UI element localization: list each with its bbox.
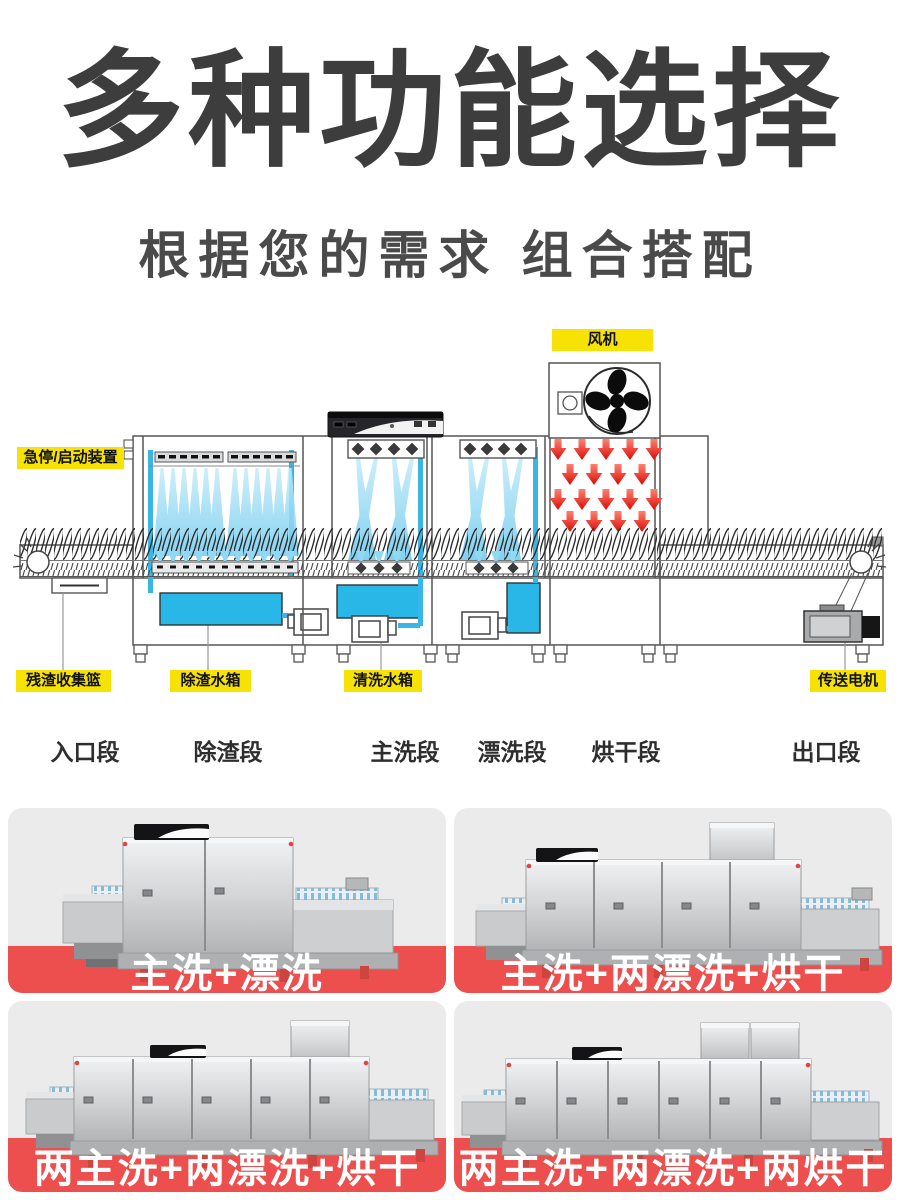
exit-roller xyxy=(849,537,887,574)
water-tanks xyxy=(159,582,541,634)
product-card-1: 主洗+漂洗 xyxy=(8,808,446,993)
wash-tank-label: 清洗水箱 xyxy=(344,670,422,692)
section-label-entry: 入口段 xyxy=(50,739,120,765)
product-label-2: 主洗+两漂洗+烘干 xyxy=(500,951,846,994)
product-label-1: 主洗+漂洗 xyxy=(130,951,324,994)
legs xyxy=(133,644,870,663)
product-card-2: 主洗+两漂洗+烘干 xyxy=(454,808,892,993)
product-photo-2 xyxy=(475,822,883,978)
conveyor-motor-label: 传送电机 xyxy=(810,670,886,692)
residue-tank-label: 除渣水箱 xyxy=(170,670,251,692)
product-options-grid: 主洗+漂洗 xyxy=(8,808,892,1192)
section-label-dry: 烘干段 xyxy=(591,739,661,765)
product-label-3: 两主洗+两漂洗+烘干 xyxy=(33,1147,421,1191)
conveyor-motor-shape xyxy=(803,572,880,643)
section-label-exit: 出口段 xyxy=(791,739,861,765)
section-label-mainwash: 主洗段 xyxy=(370,739,440,765)
control-panel xyxy=(327,411,444,438)
bottom-manifolds xyxy=(151,551,529,575)
section-label-rinse: 漂洗段 xyxy=(477,739,547,765)
emergency-stop-label: 急停/启动装置 xyxy=(17,447,124,469)
product-card-3: 两主洗+两漂洗+烘干 xyxy=(8,1001,446,1192)
dishwasher-diagram-art xyxy=(12,362,887,671)
product-card-4: 两主洗+两漂洗+两烘干 xyxy=(454,1001,892,1192)
product-photo-1 xyxy=(62,824,399,982)
section-label-residue: 除渣段 xyxy=(193,739,263,765)
conveyor-coils xyxy=(20,526,882,562)
page-title: 多种功能选择 xyxy=(56,40,843,182)
entry-roller xyxy=(12,537,50,574)
spray-manifolds xyxy=(150,439,537,467)
fan-icon xyxy=(585,369,649,433)
stop-start-buttons xyxy=(123,439,134,460)
product-label-4: 两主洗+两漂洗+两烘干 xyxy=(458,1147,888,1191)
page-subtitle: 根据您的需求 组合搭配 xyxy=(138,227,762,284)
hot-air-arrows xyxy=(549,439,663,532)
fan-unit xyxy=(548,362,661,439)
product-photo-4 xyxy=(461,1022,883,1168)
residue-basket-label: 残渣收集篮 xyxy=(16,670,111,692)
fan-label: 风机 xyxy=(552,329,653,351)
pumps xyxy=(287,608,507,643)
dishwasher-diagram: 风机 急停/启动装置 残渣收集篮 除渣水箱 清洗水箱 传送电机 入口段 除渣段 … xyxy=(0,310,900,768)
product-photo-3 xyxy=(25,1020,439,1168)
